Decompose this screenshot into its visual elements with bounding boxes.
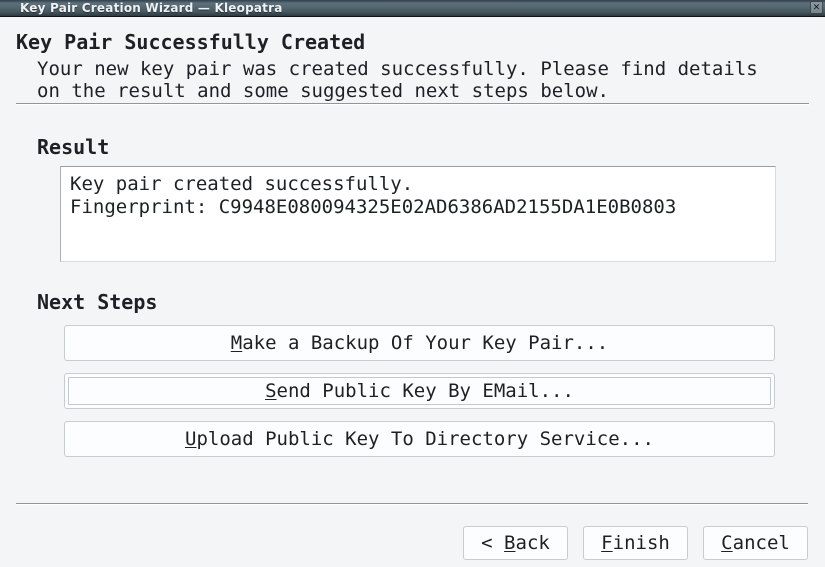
button-label: ack <box>515 532 550 554</box>
cancel-button[interactable]: Cancel <box>703 526 808 560</box>
button-label: < <box>481 532 505 554</box>
send-public-key-button[interactable]: Send Public Key By EMail... <box>64 373 775 409</box>
close-icon[interactable]: ✕ <box>810 1 823 14</box>
button-label: ancel <box>732 532 790 554</box>
result-label: Result <box>37 135 110 159</box>
window-title: Key Pair Creation Wizard — Kleopatra <box>20 1 283 15</box>
fingerprint-line: Fingerprint: C9948E080094325E02AD6386AD2… <box>70 196 677 218</box>
accelerator-letter: C <box>721 532 733 554</box>
upload-public-key-button[interactable]: Upload Public Key To Directory Service..… <box>64 421 775 457</box>
header-separator <box>16 103 809 104</box>
page-title: Key Pair Successfully Created <box>16 30 366 54</box>
accelerator-letter: S <box>265 380 277 402</box>
make-backup-button[interactable]: Make a Backup Of Your Key Pair... <box>64 325 775 361</box>
button-label: end Public Key By EMail... <box>276 380 574 402</box>
finish-button[interactable]: Finish <box>583 526 688 560</box>
accelerator-letter: F <box>601 532 613 554</box>
button-label: pload Public Key To Directory Service... <box>196 428 654 450</box>
button-label: ake a Backup Of Your Key Pair... <box>242 332 609 354</box>
back-button[interactable]: < Back <box>463 526 568 560</box>
result-text-area[interactable]: Key pair created successfully. Fingerpri… <box>60 166 776 262</box>
footer-separator <box>16 503 808 504</box>
accelerator-letter: B <box>504 532 516 554</box>
result-line: Key pair created successfully. <box>70 173 414 195</box>
next-steps-label: Next Steps <box>37 290 158 314</box>
accelerator-letter: M <box>230 332 243 354</box>
subtitle-line: on the result and some suggested next st… <box>37 80 609 102</box>
accelerator-letter: U <box>184 428 197 450</box>
titlebar[interactable]: Key Pair Creation Wizard — Kleopatra ✕ <box>0 0 825 17</box>
button-label: inish <box>612 532 670 554</box>
page-subtitle: Your new key pair was created successful… <box>37 58 758 102</box>
subtitle-line: Your new key pair was created successful… <box>37 58 758 80</box>
